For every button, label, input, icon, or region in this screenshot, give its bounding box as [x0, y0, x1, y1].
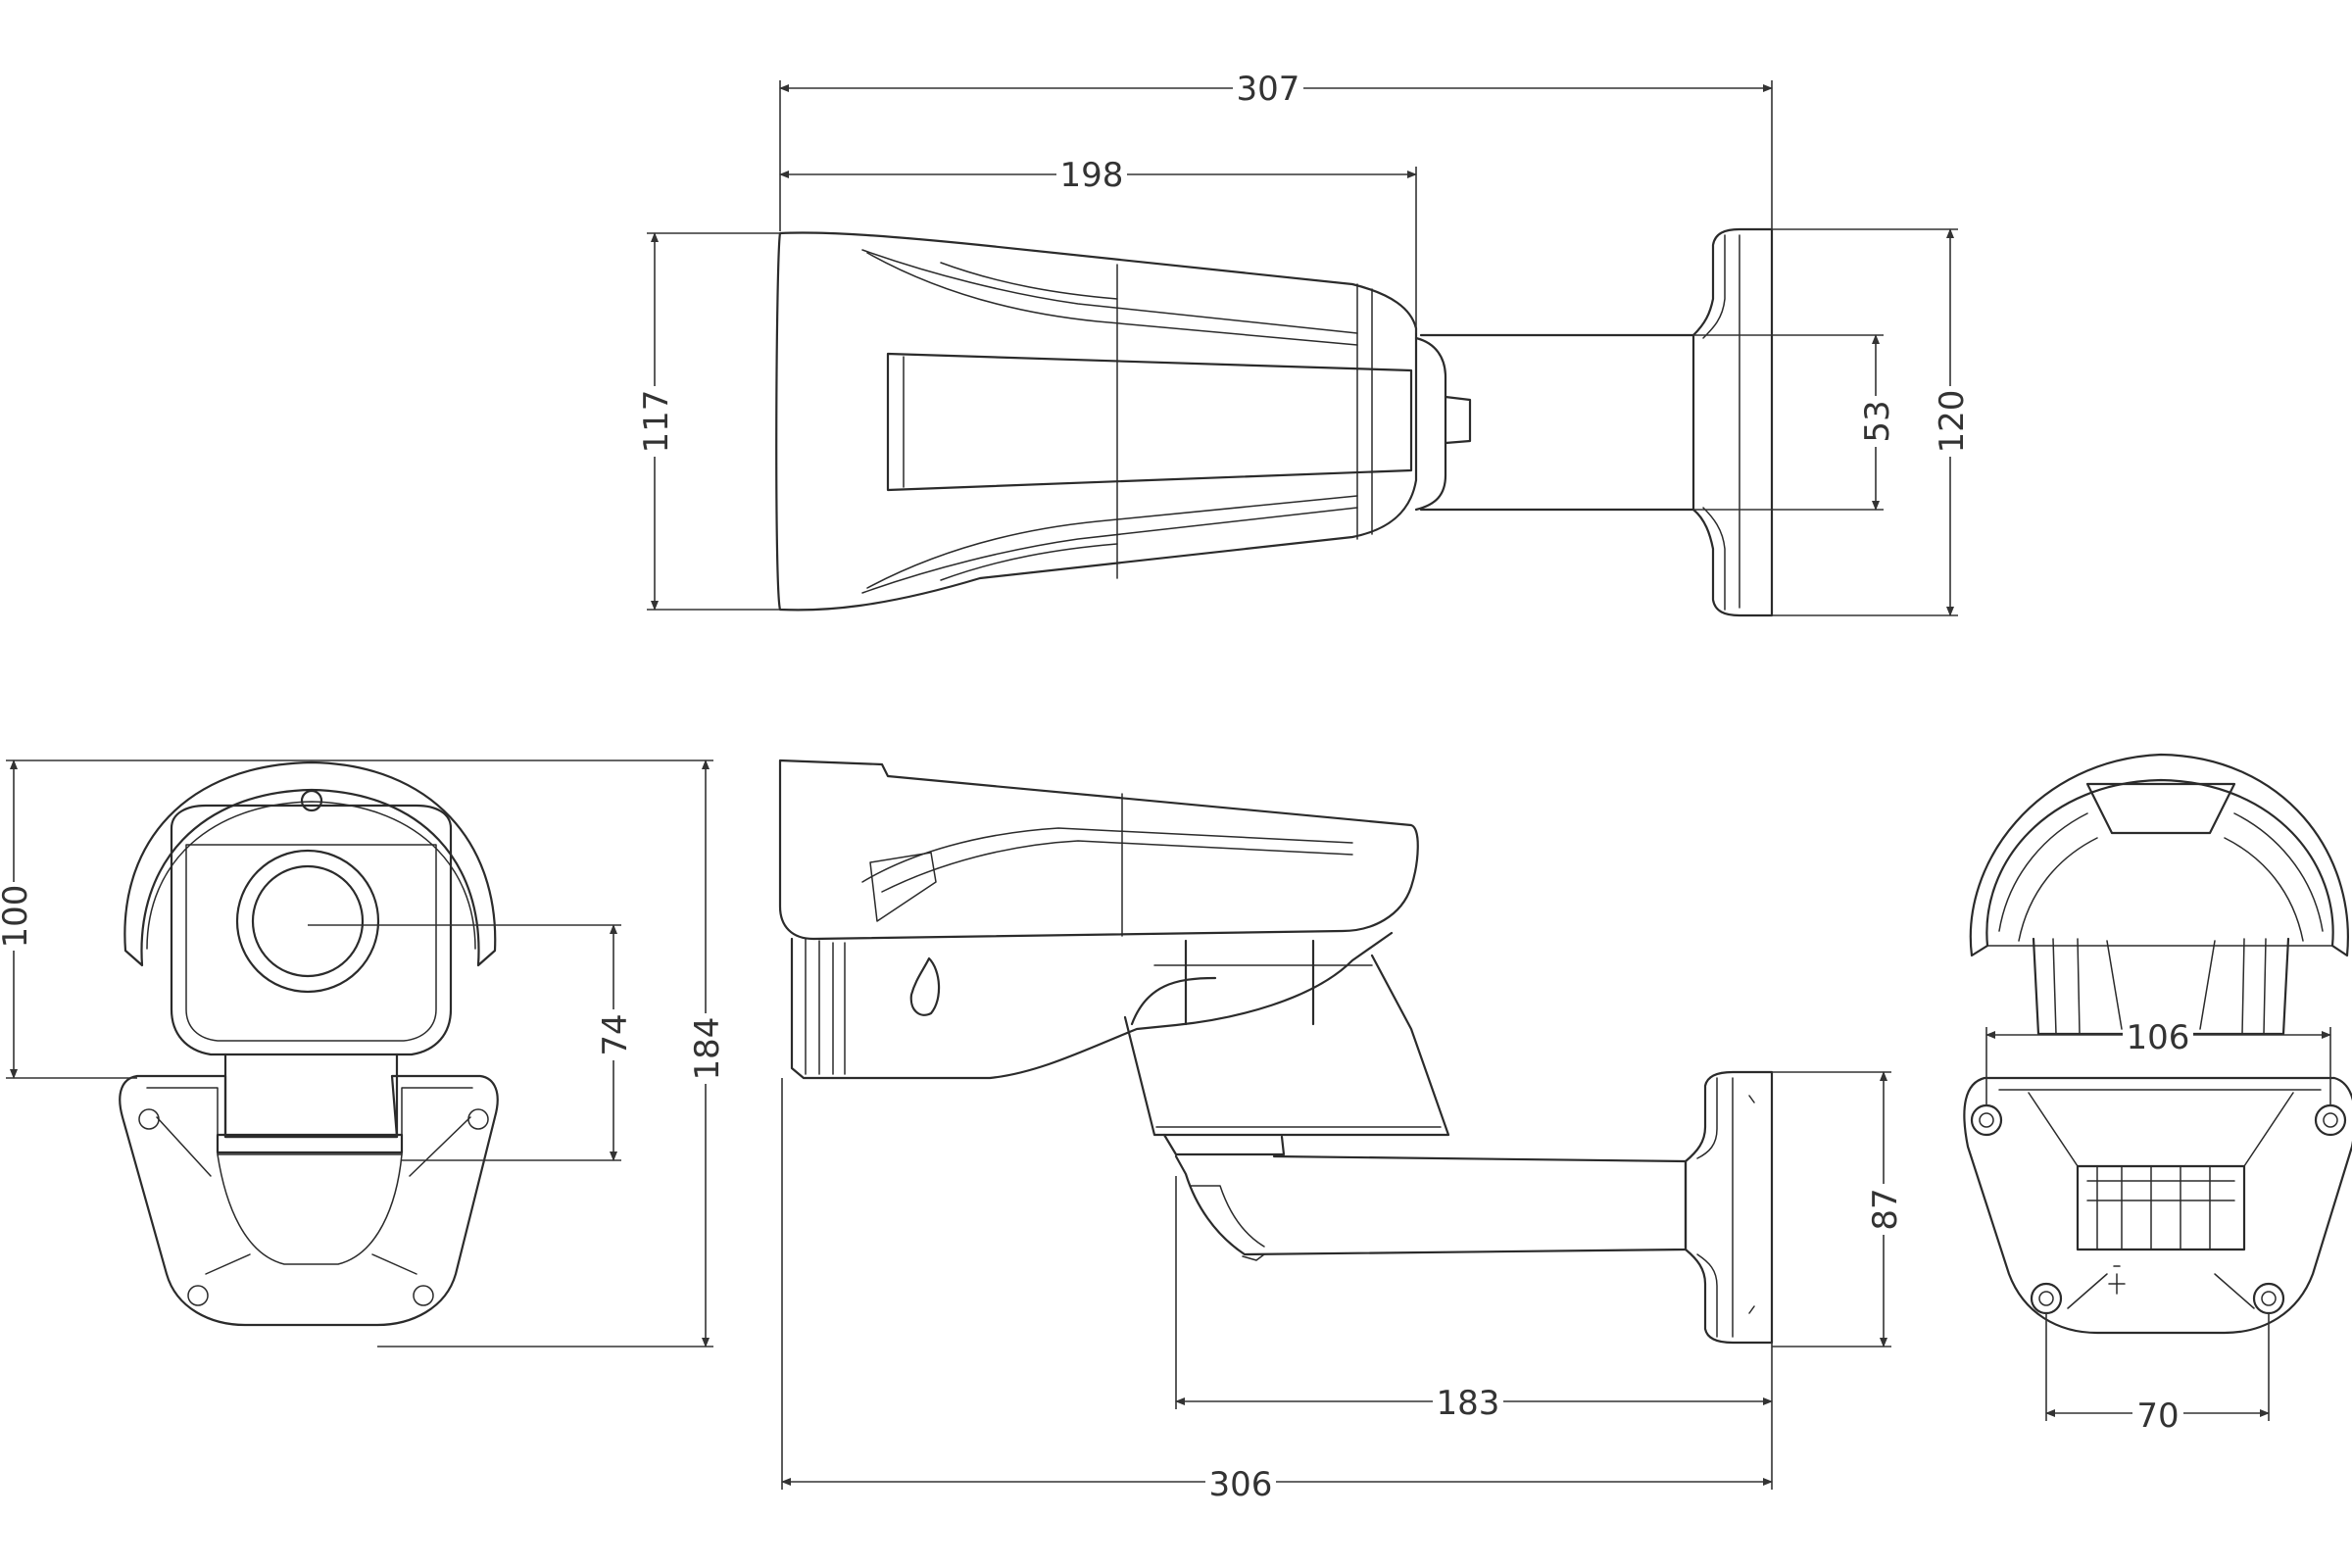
dim-120-label: 120 — [1933, 390, 1972, 454]
dim-184-label: 184 — [688, 1017, 727, 1081]
back-view: 106 70 — [1963, 753, 2352, 1436]
top-view: 307 198 117 120 53 — [635, 67, 1972, 617]
dim-117-label: 117 — [637, 390, 676, 454]
dim-307-label: 307 — [1237, 70, 1300, 109]
dim-53-label: 53 — [1858, 400, 1897, 442]
dim-87-label: 87 — [1866, 1188, 1905, 1230]
dim-198-label: 198 — [1060, 156, 1124, 195]
dim-106-label: 106 — [2127, 1018, 2190, 1057]
dim-74-label: 74 — [596, 1013, 635, 1055]
dim-183-label: 183 — [1437, 1384, 1500, 1423]
front-view: 100 74 184 — [0, 760, 727, 1348]
dim-70-label: 70 — [2136, 1396, 2179, 1436]
side-view: 87 183 306 — [778, 759, 1905, 1504]
dim-306-label: 306 — [1209, 1465, 1273, 1504]
dim-100-label: 100 — [0, 885, 35, 949]
